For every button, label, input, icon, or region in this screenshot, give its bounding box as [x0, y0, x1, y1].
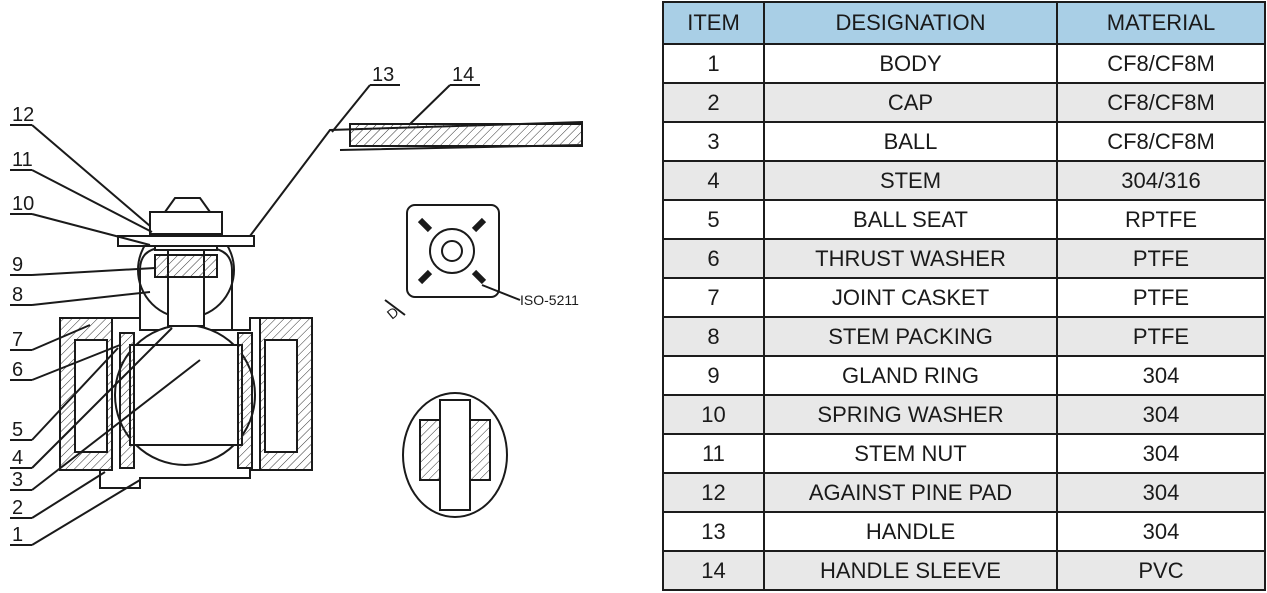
material-cell: PTFE [1056, 238, 1266, 279]
designation-cell: STEM PACKING [763, 316, 1058, 357]
callout-12: 12 [12, 104, 34, 126]
designation-cell: CAP [763, 82, 1058, 123]
designation-cell: STEM NUT [763, 433, 1058, 474]
detail-view-stem [439, 399, 471, 511]
callout-6: 6 [12, 359, 23, 381]
iso-center-ring [429, 228, 475, 274]
packing [154, 254, 218, 278]
material-cell: PVC [1056, 550, 1266, 591]
stem-top [164, 197, 211, 213]
handle-plate [117, 235, 255, 247]
material-cell: 304 [1056, 433, 1266, 474]
material-cell: 304 [1056, 355, 1266, 396]
right-port [264, 339, 298, 453]
iso-label: ISO-5211 [520, 292, 579, 308]
item-cell: 14 [662, 550, 765, 591]
left-port [74, 339, 108, 453]
material-cell: RPTFE [1056, 199, 1266, 240]
iso-stem-hole [441, 240, 463, 262]
item-cell: 3 [662, 121, 765, 162]
item-cell: 2 [662, 82, 765, 123]
material-cell: CF8/CF8M [1056, 43, 1266, 84]
designation-cell: BALL [763, 121, 1058, 162]
handle-sleeve [349, 123, 583, 147]
dimension-d-label: D [384, 304, 402, 323]
callout-2: 2 [12, 497, 23, 519]
material-cell: 304 [1056, 472, 1266, 513]
callout-13: 13 [372, 64, 394, 86]
item-cell: 5 [662, 199, 765, 240]
callout-3: 3 [12, 469, 23, 491]
callout-9: 9 [12, 254, 23, 276]
designation-cell: BALL SEAT [763, 199, 1058, 240]
left-seat [119, 332, 135, 469]
material-cell: PTFE [1056, 316, 1266, 357]
item-cell: 11 [662, 433, 765, 474]
callout-14: 14 [452, 64, 474, 86]
designation-cell: SPRING WASHER [763, 394, 1058, 435]
valve-cross-section-svg: 12 11 10 9 8 7 6 5 4 3 2 1 13 14 ISO-521… [10, 64, 583, 546]
designation-cell: THRUST WASHER [763, 238, 1058, 279]
callout-11: 11 [12, 149, 33, 171]
material-cell: CF8/CF8M [1056, 82, 1266, 123]
ball-bore [129, 344, 243, 446]
callout-5: 5 [12, 419, 23, 441]
item-cell: 9 [662, 355, 765, 396]
designation-cell: HANDLE SLEEVE [763, 550, 1058, 591]
callout-8: 8 [12, 284, 23, 306]
header-designation: DESIGNATION [763, 1, 1058, 45]
material-cell: 304/316 [1056, 160, 1266, 201]
item-cell: 1 [662, 43, 765, 84]
header-row: ITEM DESIGNATION MATERIAL [662, 1, 1266, 45]
header-material: MATERIAL [1056, 1, 1266, 45]
item-cell: 8 [662, 316, 765, 357]
designation-cell: JOINT CASKET [763, 277, 1058, 318]
item-cell: 12 [662, 472, 765, 513]
callout-7: 7 [12, 329, 23, 351]
item-cell: 13 [662, 511, 765, 552]
material-cell: CF8/CF8M [1056, 121, 1266, 162]
item-cell: 10 [662, 394, 765, 435]
callout-1: 1 [12, 524, 23, 546]
designation-cell: HANDLE [763, 511, 1058, 552]
iso-flange-outline [406, 204, 500, 298]
callout-4: 4 [12, 447, 23, 469]
designation-cell: GLAND RING [763, 355, 1058, 396]
material-cell: 304 [1056, 511, 1266, 552]
parts-table-header: ITEM DESIGNATION MATERIAL [662, 1, 1266, 45]
item-cell: 7 [662, 277, 765, 318]
item-cell: 6 [662, 238, 765, 279]
designation-cell: STEM [763, 160, 1058, 201]
detail-view-outline [402, 392, 508, 518]
designation-cell: AGAINST PINE PAD [763, 472, 1058, 513]
material-cell: PTFE [1056, 277, 1266, 318]
material-cell: 304 [1056, 394, 1266, 435]
callout-10: 10 [12, 193, 34, 215]
right-seat [237, 332, 253, 469]
header-item: ITEM [662, 1, 765, 45]
ball-valve-drawing: 12 11 10 9 8 7 6 5 4 3 2 1 13 14 ISO-521… [10, 64, 583, 546]
designation-cell: BODY [763, 43, 1058, 84]
item-cell: 4 [662, 160, 765, 201]
iso-bolt-slots [417, 217, 487, 285]
stem-nut [149, 211, 223, 235]
